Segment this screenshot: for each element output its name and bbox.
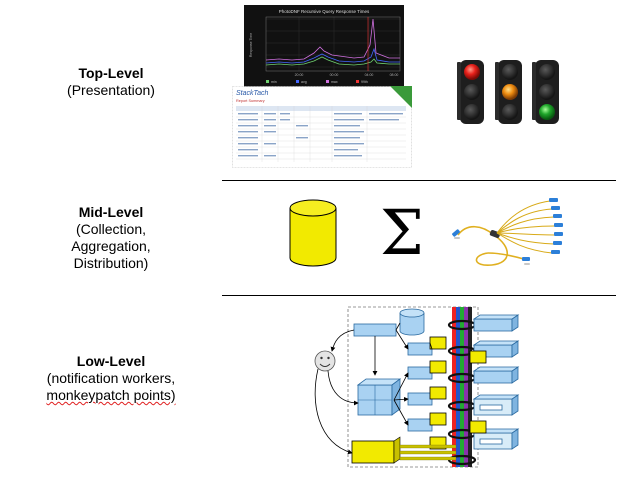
traffic-light-green <box>532 60 559 124</box>
yellow-aggregator-box <box>351 436 401 464</box>
low-level-label: Low-Level (notification workers, monkeyp… <box>0 353 222 404</box>
smiley-face-icon <box>314 350 336 372</box>
top-level-title: Top-Level <box>78 65 144 81</box>
fiber-cable-icon <box>452 195 564 280</box>
chart-xtick: 04:00 <box>365 73 374 77</box>
diagram-dashed-frame <box>347 306 479 468</box>
traffic-light-amber <box>495 60 522 124</box>
response-time-chart: PhotoDNF Recursive Query Response Times … <box>244 5 404 87</box>
connector-arrows <box>314 322 433 455</box>
architecture-diagram <box>308 303 522 473</box>
chart-xtick: 20:00 <box>295 73 304 77</box>
yellow-pipes <box>399 444 457 461</box>
chart-xticks: 20:00 00:00 04:00 08:00 <box>295 73 399 77</box>
series-min-line <box>265 56 400 66</box>
chart-legend: min avg max 99th <box>266 80 368 84</box>
report-header-row <box>236 106 406 111</box>
traffic-light-red <box>457 60 484 124</box>
chart-xtick: 00:00 <box>330 73 339 77</box>
traffic-lights-group <box>455 58 565 128</box>
chart-frame <box>244 5 404 87</box>
report-summary-thumbnail: StackTach Report Summary <box>232 86 412 168</box>
mid-level-label: Mid-Level (Collection, Aggregation, Dist… <box>0 204 222 272</box>
mid-level-line-2: Aggregation, <box>71 238 151 254</box>
sigma-icon: Σ <box>380 196 424 269</box>
report-subtitle: Report Summary <box>236 99 265 103</box>
database-cylinder-icon <box>288 198 338 268</box>
blue-database-cylinder <box>399 308 425 336</box>
mid-level-title: Mid-Level <box>78 204 144 220</box>
mid-boxes <box>407 342 433 432</box>
separator-top-mid <box>222 180 616 181</box>
low-level-title: Low-Level <box>76 353 146 369</box>
report-cell-placeholders <box>238 113 403 157</box>
low-level-line-2: monkeypatch points) <box>46 387 176 403</box>
report-frame <box>232 86 412 168</box>
series-max-line <box>265 18 400 61</box>
low-level-line-1: (notification workers, <box>46 370 176 386</box>
stacked-server-box <box>356 378 402 416</box>
legend-entry: max <box>331 80 338 84</box>
mid-level-line-1: (Collection, <box>75 221 147 237</box>
report-grid <box>236 106 406 162</box>
top-level-subtitle: (Presentation) <box>67 82 155 98</box>
report-logo: StackTach <box>236 90 269 97</box>
chart-ylabel: Response Time <box>249 33 253 57</box>
legend-entry: avg <box>301 80 307 84</box>
mid-level-line-3: Distribution) <box>73 255 149 271</box>
series-avg-line <box>265 47 400 64</box>
top-level-label: Top-Level (Presentation) <box>0 65 222 99</box>
legend-entry: 99th <box>361 80 368 84</box>
legend-entry: min <box>271 80 277 84</box>
chart-xtick: 08:00 <box>390 73 399 77</box>
collector-box <box>353 323 397 337</box>
report-corner-ribbon <box>390 86 412 108</box>
chart-title: PhotoDNF Recursive Query Response Times <box>279 9 370 14</box>
cable-bundle <box>452 307 472 467</box>
separator-mid-low <box>222 295 616 296</box>
